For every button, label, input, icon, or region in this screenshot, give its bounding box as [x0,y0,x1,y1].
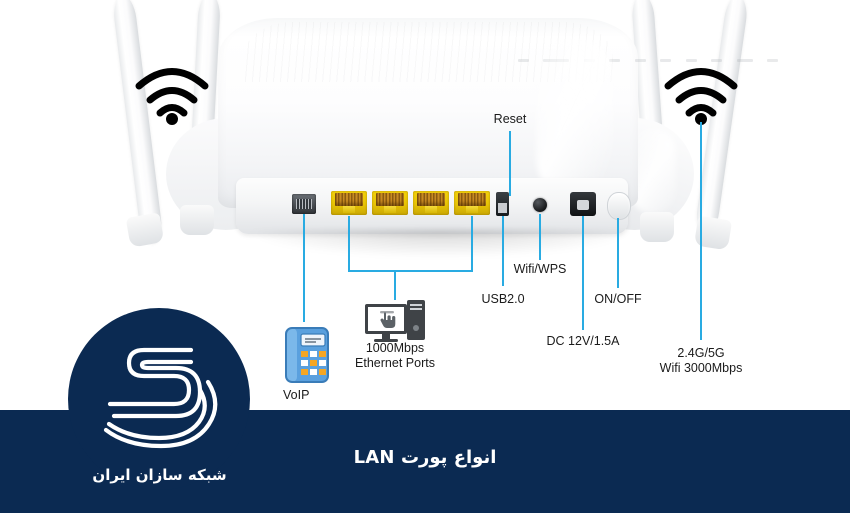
label-voip: VoIP [283,388,310,402]
label-ethernet-line2: Ethernet Ports [355,356,435,370]
router-body-top [218,18,778,208]
label-on-off: ON/OFF [594,292,642,306]
desktop-computer-icon [365,300,425,342]
logo-circle-badge [68,308,250,490]
brand-name-text: شبکه سازان ایران [92,466,227,484]
ethernet-port-2 [372,191,408,215]
antenna-base-left-inner [180,205,214,235]
phone-rj11-port [292,194,316,214]
reset-button [533,198,547,212]
label-wifi-band-line1: 2.4G/5G [677,346,725,360]
ethernet-port-4 [454,191,490,215]
ethernet-port-3 [413,191,449,215]
label-wifi-wps: Wifi/WPS [513,262,567,276]
wifi-signal-icon-right [664,68,738,125]
label-dc-power: DC 12V/1.5A [546,334,620,348]
callout-leader-lines [303,122,702,340]
voip-phone-icon [285,327,329,383]
antenna-base-right-inner [640,212,674,242]
wifi-signal-icon-left [135,68,209,125]
ethernet-port-1 [331,191,367,215]
label-ethernet-line1: 1000Mbps [365,341,425,355]
usb-port [496,192,509,216]
label-wifi-band-line2: Wifi 3000Mbps [659,361,743,375]
leader-line-ethernet-bracket [348,216,473,272]
brand-logo-icon [103,347,218,449]
label-reset: Reset [493,112,527,126]
router-drop-shadow [244,230,636,258]
router-illustration: Reset VoIP 1000Mbps Ethernet Ports USB2.… [0,0,850,420]
dc-power-jack [570,192,596,216]
label-usb: USB2.0 [481,292,525,306]
footer-title: انواع پورت LAN [353,447,497,468]
